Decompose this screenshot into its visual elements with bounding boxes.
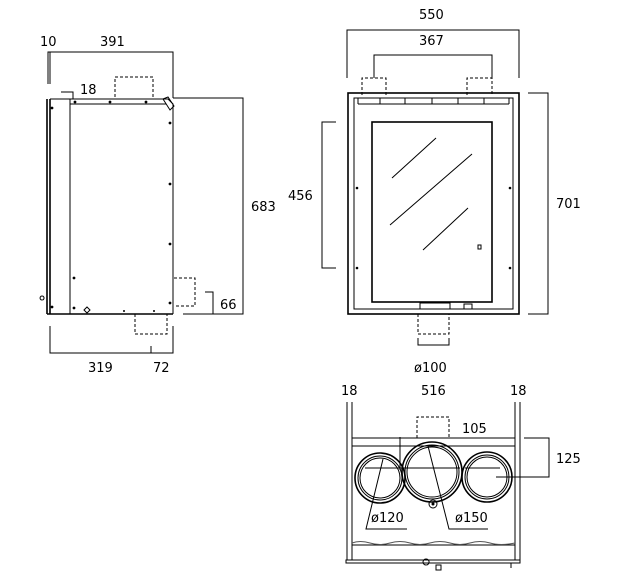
top-dim-125: 125 xyxy=(556,452,581,467)
front-dim-550: 550 xyxy=(419,8,444,23)
top-dim-150: ø150 xyxy=(455,511,488,526)
top-dim-18-left: 18 xyxy=(341,384,358,399)
side-dim-10: 10 xyxy=(40,35,57,50)
top-dim-120: ø120 xyxy=(371,511,404,526)
side-dim-391: 391 xyxy=(100,35,125,50)
front-dim-701: 701 xyxy=(556,197,581,212)
top-view: 18 516 18 105 125 ø120 ø150 xyxy=(341,384,581,571)
side-dim-66: 66 xyxy=(220,298,237,313)
side-dim-18: 18 xyxy=(80,83,97,98)
side-dim-72: 72 xyxy=(153,361,170,376)
front-view: 550 367 456 701 ø100 xyxy=(288,8,581,376)
side-dim-319: 319 xyxy=(88,361,113,376)
front-dim-367: 367 xyxy=(419,34,444,49)
top-dim-516: 516 xyxy=(421,384,446,399)
top-dim-105: 105 xyxy=(462,422,487,437)
top-dim-18-right: 18 xyxy=(510,384,527,399)
front-dim-456: 456 xyxy=(288,189,313,204)
side-view: 10 391 18 683 66 319 72 xyxy=(39,35,276,376)
front-dim-100: ø100 xyxy=(414,361,447,376)
side-dim-683: 683 xyxy=(251,200,276,215)
